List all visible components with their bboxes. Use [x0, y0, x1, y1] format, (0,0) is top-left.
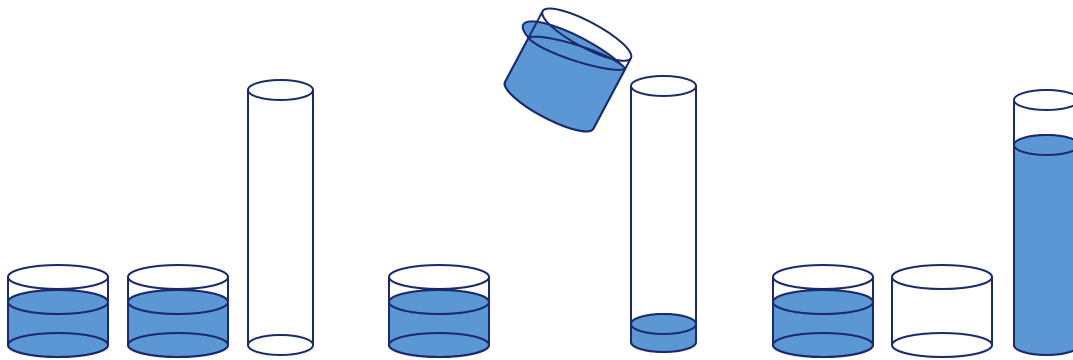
- cylinder-top-rim: [1014, 90, 1073, 110]
- stage-3-result: [773, 90, 1073, 357]
- stage-3-beaker-b-empty: [892, 265, 992, 357]
- stage-2-tilted-beaker: [489, 0, 637, 140]
- water-surface: [773, 290, 873, 314]
- beaker-bottom-rim: [892, 333, 992, 357]
- water-surface: [8, 290, 108, 314]
- beaker-top-rim: [773, 265, 873, 289]
- water-body: [489, 11, 628, 141]
- stage-1-beaker-a: [8, 265, 108, 357]
- water-surface: [1014, 135, 1073, 155]
- water-surface: [389, 290, 489, 314]
- stage-1-beaker-b: [128, 265, 228, 357]
- stage-3-tall-cylinder: [1014, 90, 1073, 355]
- beaker-top-rim: [389, 265, 489, 289]
- stage-2-tall-cylinder: [631, 76, 696, 352]
- beaker-top-rim: [892, 265, 992, 289]
- stage-2-pouring: [389, 0, 696, 357]
- cylinder-bottom-rim: [248, 335, 313, 355]
- beaker-top-rim: [128, 265, 228, 289]
- stage-3-beaker-a: [773, 265, 873, 357]
- stage-2-beaker: [389, 265, 489, 357]
- water-surface: [631, 314, 696, 334]
- stage-1-initial: [8, 80, 313, 357]
- cylinder-top-rim: [631, 76, 696, 96]
- cylinder-top-rim: [248, 80, 313, 100]
- stage-1-tall-cylinder: [248, 80, 313, 355]
- beaker-top-rim: [8, 265, 108, 289]
- water-surface: [128, 290, 228, 314]
- water-body: [1014, 135, 1073, 355]
